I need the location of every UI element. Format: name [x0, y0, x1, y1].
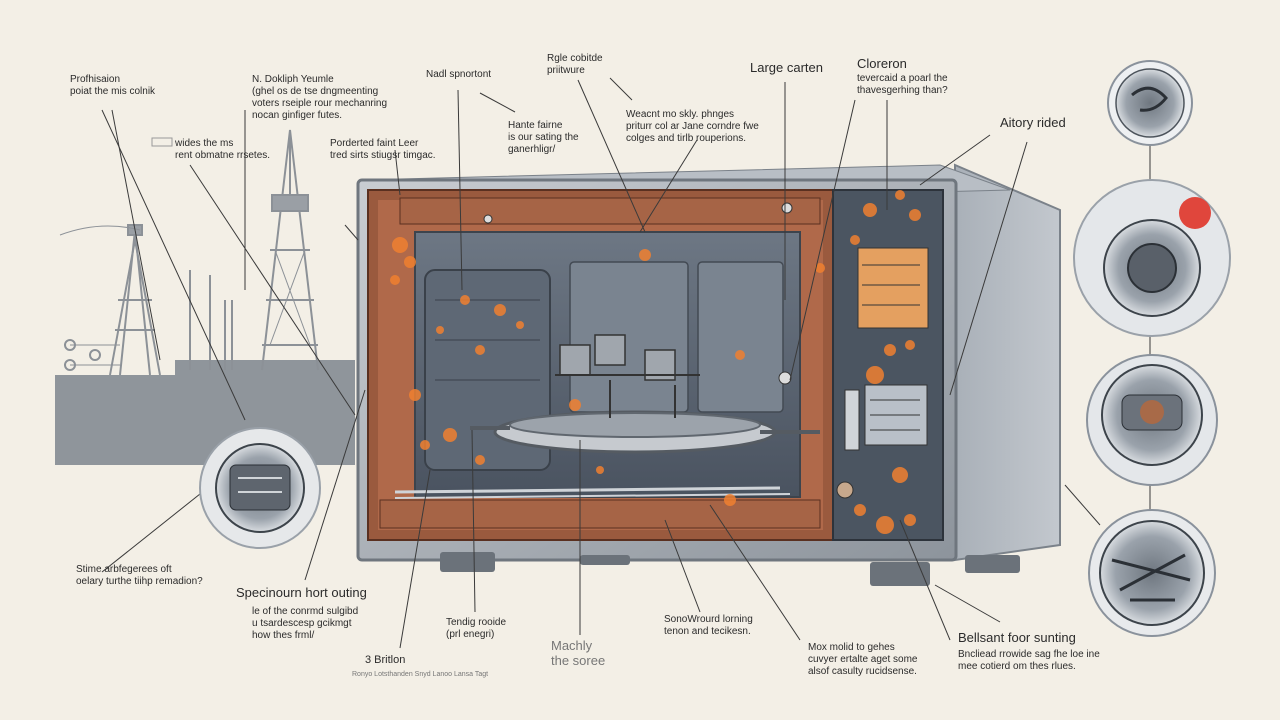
label-bncliead: Bncliead rrowide sag fhe loe ine mee cot…	[958, 649, 1100, 672]
label-machly: Machly the soree	[551, 638, 606, 668]
label-cloreron-desc: tevercaid a poarl the thavesgerhing than…	[857, 73, 948, 96]
label-weacnt: Weacnt mo skly. phnges priturr col ar Ja…	[626, 109, 759, 144]
label-specinourn: Specinourn hort outing	[236, 585, 367, 600]
label-cloreron: Cloreron	[857, 56, 907, 71]
small-marker-icon	[151, 137, 173, 147]
label-spnortont: Nadl spnortont	[426, 69, 492, 80]
flame-sparks	[390, 190, 921, 534]
label-profhisaion: Profhisaion poiat the mis colnik	[70, 74, 156, 97]
label-britlon-caption: Ronyo Lotsthanden Snyd Lanoo Lansa Tagt	[352, 671, 489, 678]
leader-lines	[101, 77, 1151, 649]
label-britlon: 3 Britlon	[365, 654, 406, 666]
label-porderted: Porderted faint Leer tred sirts stiugsr …	[330, 138, 436, 161]
label-stime: Stime arbfegerees oft oelary turthe tiih…	[76, 564, 203, 587]
detail-disc-4	[1088, 509, 1216, 637]
label-hante-fairne: Hante fairne is our sating the ganerhlig…	[508, 120, 579, 155]
label-rgle-cobitde: Rgle cobitde priitwure	[547, 53, 603, 76]
label-mox-molid: Mox molid to gehes cuvyer ertalte aget s…	[808, 642, 918, 677]
label-aitory-rided: Aitory rided	[1000, 115, 1066, 130]
label-tendig: Tendig rooide (prl enegri)	[446, 617, 507, 640]
label-dokliph: N. Dokliph Yeumle (ghel os de tse dngmee…	[252, 74, 388, 121]
label-wides: wides the ms rent obmatne rrsetes.	[175, 138, 271, 161]
microwave-body	[356, 163, 1061, 586]
detail-disc-left	[199, 427, 321, 549]
detail-disc-2	[1073, 179, 1231, 337]
label-sonowrourd: SonoWrourd lorning tenon and tecikesn.	[664, 614, 753, 637]
detail-disc-3	[1086, 354, 1218, 486]
label-large-carten: Large carten	[750, 60, 823, 75]
label-bellsant: Bellsant foor sunting	[958, 630, 1076, 645]
detail-disc-1	[1107, 60, 1193, 146]
label-conrmd: le of the conrmd sulgibd u tsardescesp g…	[252, 606, 359, 641]
industrial-silhouette	[55, 129, 355, 465]
